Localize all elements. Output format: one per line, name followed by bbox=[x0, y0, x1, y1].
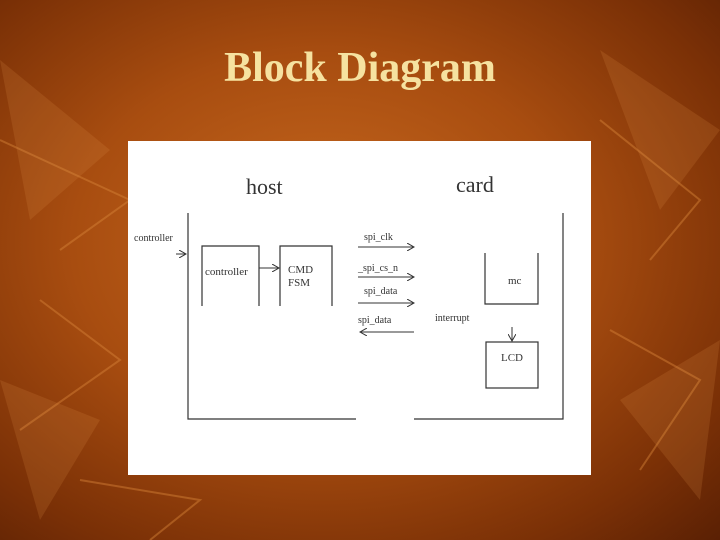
lcd-block bbox=[485, 341, 539, 389]
cmd-fsm-label-line1: CMD bbox=[288, 264, 313, 276]
host-label: host bbox=[246, 174, 283, 199]
card-label: card bbox=[456, 172, 494, 197]
mc-block bbox=[484, 253, 539, 305]
slide-title: Block Diagram bbox=[224, 45, 496, 91]
mc-label: mc bbox=[508, 275, 522, 287]
card-enclosure bbox=[414, 213, 564, 420]
cmd-fsm-label-line2: FSM bbox=[288, 277, 310, 289]
controller-input-label: controller bbox=[134, 233, 174, 244]
controller-block-label: controller bbox=[205, 266, 248, 278]
cmd-fsm-block bbox=[279, 245, 333, 306]
lcd-label: LCD bbox=[501, 352, 523, 364]
host-enclosure bbox=[187, 213, 356, 420]
signal-spi-clk-label: spi_clk bbox=[364, 232, 393, 243]
diagram-canvas: host card controller controller CMD FSM … bbox=[134, 172, 564, 420]
interrupt-label: interrupt bbox=[435, 313, 470, 324]
controller-block bbox=[201, 245, 260, 306]
block-diagram: host card controller controller CMD FSM … bbox=[128, 141, 591, 475]
signal-spi-data-out-label: spi_data bbox=[364, 286, 398, 297]
signal-spi-data-in-label: spi_data bbox=[358, 315, 392, 326]
signal-spi-cs-n-label: _spi_cs_n bbox=[357, 263, 398, 274]
